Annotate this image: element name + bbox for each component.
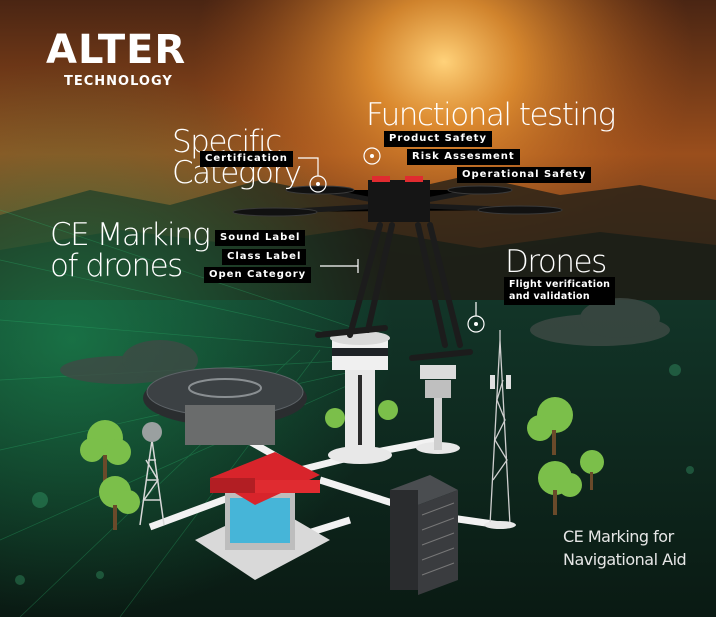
flight-line1: Flight verification — [509, 279, 611, 290]
security-camera-icon — [416, 365, 460, 454]
helipad-icon — [143, 367, 307, 445]
tag-class-label: Class Label — [222, 249, 307, 265]
kiosk-building-icon — [195, 452, 330, 580]
tree-icon — [80, 397, 604, 530]
navaid-line2: Navigational Aid — [563, 550, 687, 569]
tag-open-category: Open Category — [204, 267, 312, 283]
brand-logo: ALTER — [46, 27, 187, 73]
tag-product-safety: Product Safety — [384, 131, 492, 147]
ce-line1: CE Marking — [50, 217, 211, 253]
telecom-tower-icon — [489, 330, 511, 526]
functional-testing-title: Functional testing — [366, 97, 616, 133]
tag-certification: Certification — [200, 151, 293, 167]
tag-flight-verification: Flight verification and validation — [504, 277, 616, 305]
server-rack-icon — [390, 475, 458, 595]
navaid-line1: CE Marking for — [563, 527, 674, 546]
flight-line2: and validation — [509, 291, 590, 302]
tag-sound-label: Sound Label — [215, 230, 306, 246]
leader-certification — [298, 157, 319, 176]
marker-functional — [363, 147, 381, 165]
navaid-caption: CE Marking for Navigational Aid — [563, 525, 687, 571]
ce-line2: of drones — [50, 248, 183, 284]
drone-icon — [232, 176, 563, 361]
brand-subtitle: TECHNOLOGY — [64, 74, 173, 89]
ce-marking-drones-title: CE Marking of drones — [50, 217, 211, 284]
tag-operational-safety: Operational Safety — [457, 167, 592, 183]
drones-title: Drones — [505, 244, 607, 280]
control-tower-icon — [328, 331, 392, 464]
leader-ce-drones — [320, 259, 359, 273]
tag-risk-assessment: Risk Assesment — [407, 149, 520, 165]
